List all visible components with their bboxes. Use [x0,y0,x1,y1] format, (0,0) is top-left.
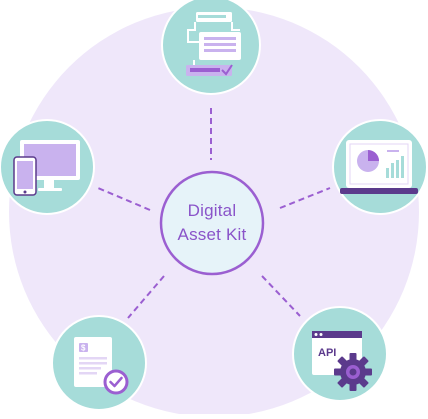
document-workflow-icon [186,12,241,76]
api-gear-icon: API [312,331,372,391]
node-invoice-check: $ [51,315,147,411]
center-node [159,170,265,276]
connectors [97,108,331,319]
invoice-symbol: $ [81,344,86,353]
node-api-settings: API [292,306,388,402]
devices-icon [13,140,80,196]
invoice-checkmark-icon: $ [74,337,129,395]
connector-right [279,187,331,209]
analytics-laptop-icon [340,140,418,194]
node-document-workflow [161,0,261,95]
node-analytics-laptop [332,119,428,215]
connector-bottom-right [261,275,301,317]
api-label: API [318,347,336,359]
node-devices [0,119,95,215]
